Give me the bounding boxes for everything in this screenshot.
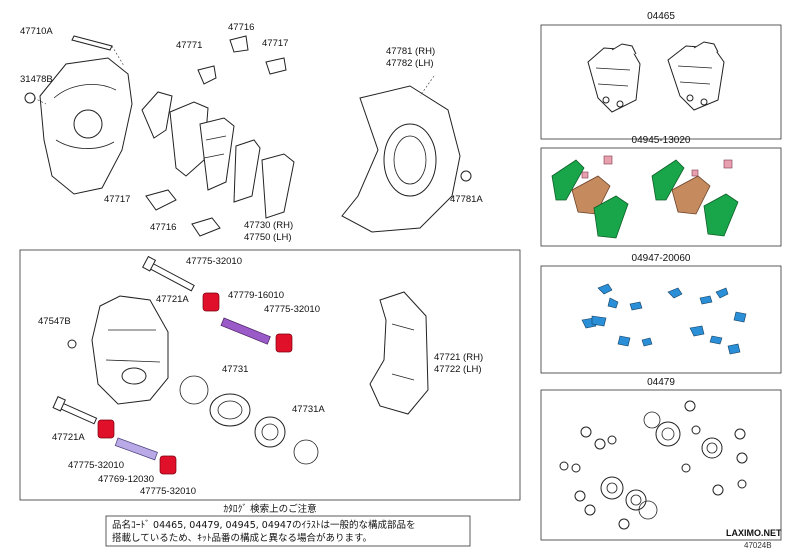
label-47721A-b[interactable]: 47721A (52, 432, 85, 443)
diagram-id: 47024B (744, 541, 772, 550)
dust-shield (341, 75, 472, 233)
caliper-detail-box (19, 249, 521, 501)
label-47716-top[interactable]: 47716 (228, 22, 254, 33)
label-47775-b[interactable]: 47775-32010 (264, 304, 320, 315)
label-47717-bot[interactable]: 47717 (104, 194, 130, 205)
note-line-2: 搭載しているため、ｷｯﾄ品番の構成と異なる場合があります。 (112, 532, 372, 544)
label-47730-rh[interactable]: 47730 (RH) (244, 220, 293, 231)
label-47716-bot[interactable]: 47716 (150, 222, 176, 233)
kit-box-04465 (540, 24, 782, 140)
label-47710A[interactable]: 47710A (20, 26, 53, 37)
note-box (105, 515, 471, 547)
label-47721-rh[interactable]: 47721 (RH) (434, 352, 483, 363)
bushing-red-3 (97, 419, 115, 439)
bushing-red-2 (275, 333, 293, 353)
label-47731[interactable]: 47731 (222, 364, 248, 375)
label-47782-lh[interactable]: 47782 (LH) (386, 58, 434, 69)
label-47722-lh[interactable]: 47722 (LH) (434, 364, 482, 375)
note-title: ｶﾀﾛｸﾞ 検索上のご注意 (223, 503, 316, 515)
kit-04947-springs (581, 283, 747, 355)
caliper-body (67, 295, 169, 405)
kit-label-04465[interactable]: 04465 (647, 11, 675, 22)
bushing-red-1 (202, 292, 220, 312)
label-47781-rh[interactable]: 47781 (RH) (386, 46, 435, 57)
label-47779[interactable]: 47779-16010 (228, 290, 284, 301)
kit-label-04947[interactable]: 04947-20060 (632, 253, 691, 264)
label-47775-d[interactable]: 47775-32010 (140, 486, 196, 497)
kit-04465-pads (587, 41, 725, 113)
note-line-1: 品名ｺｰﾄﾞ 04465, 04479, 04945, 04947のｲﾗｽﾄは一… (112, 519, 416, 531)
caliper-bracket (369, 291, 429, 415)
kit-label-04479[interactable]: 04479 (647, 377, 675, 388)
kit-box-04945 (540, 147, 782, 247)
label-47775-c[interactable]: 47775-32010 (68, 460, 124, 471)
label-47547B[interactable]: 47547B (38, 316, 71, 327)
caliper-assembly-top (24, 35, 295, 237)
kit-label-04945[interactable]: 04945-13020 (632, 135, 691, 146)
label-47771[interactable]: 47771 (176, 40, 202, 51)
kit-box-04947 (540, 265, 782, 374)
kit-box-04479 (540, 389, 782, 541)
bolt-47721A-upper (142, 255, 195, 292)
label-47769[interactable]: 47769-12030 (98, 474, 154, 485)
slide-pin-lavender (114, 437, 158, 461)
label-47717-top[interactable]: 47717 (262, 38, 288, 49)
watermark: LAXIMO.NET (726, 528, 782, 538)
bushing-red-4 (159, 455, 177, 475)
label-47750-lh[interactable]: 47750 (LH) (244, 232, 292, 243)
kit-04479-seals (559, 400, 748, 530)
slide-pin-purple (220, 317, 271, 345)
bolt-47721A-lower (52, 396, 98, 425)
label-31478B[interactable]: 31478B (20, 74, 53, 85)
label-47775-a[interactable]: 47775-32010 (186, 256, 242, 267)
kit-04945-pads (551, 155, 739, 239)
label-47731A[interactable]: 47731A (292, 404, 325, 415)
piston-seals (179, 375, 319, 465)
label-47721A-a[interactable]: 47721A (156, 294, 189, 305)
label-47781A[interactable]: 47781A (450, 194, 483, 205)
